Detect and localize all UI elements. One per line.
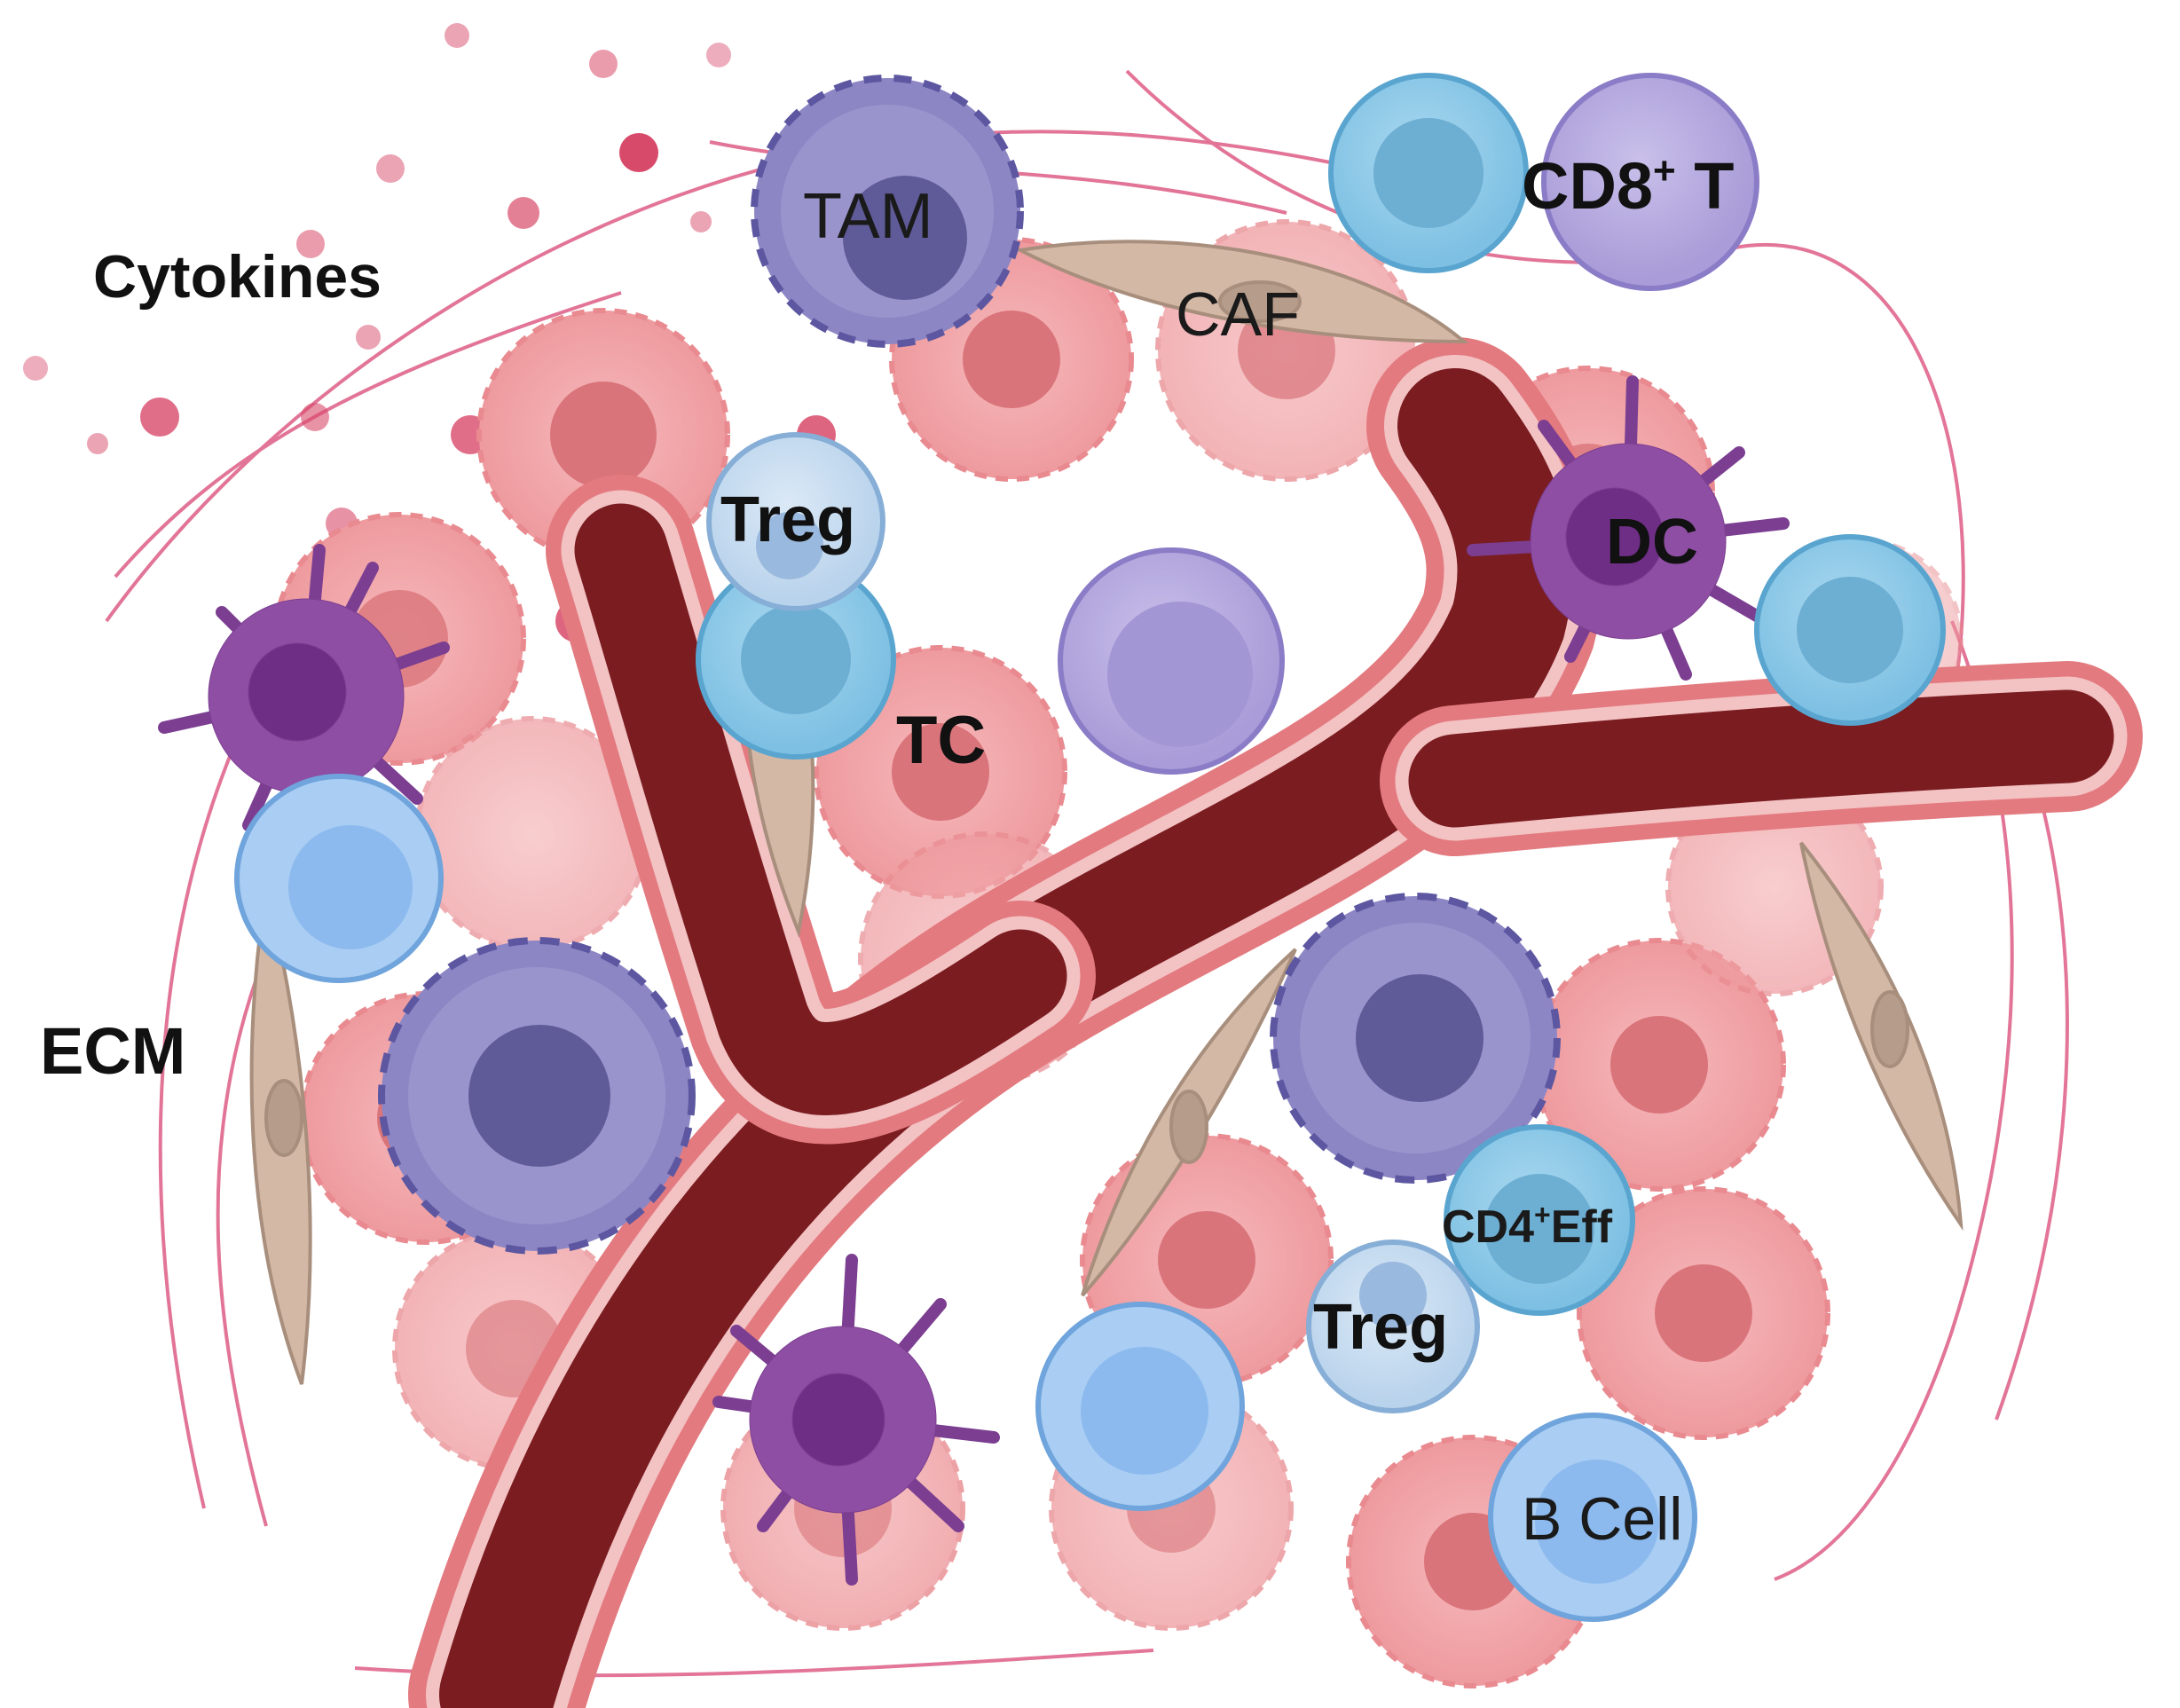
label-cytokines: Cytokines [93, 243, 382, 311]
t-cell [1328, 73, 1529, 273]
dendritic-cell [1467, 375, 1790, 681]
label-ecm: ECM [40, 1014, 185, 1088]
label-cd4-end: Eff [1551, 1201, 1613, 1253]
lymphocytes [234, 73, 1946, 1622]
label-cd4-eff: CD4+Eff [1442, 1199, 1613, 1253]
t-cell [1754, 534, 1946, 726]
blood-vessel [408, 337, 2143, 1708]
tam-cell [751, 75, 1024, 348]
label-cd4-main: CD4 [1442, 1201, 1534, 1253]
t-cell [696, 559, 896, 760]
dendritic-cell [158, 544, 450, 858]
lymphocyte [1058, 547, 1285, 775]
label-cd8-t: CD8+ T [1522, 149, 1735, 223]
b-cell [1488, 1413, 1697, 1622]
label-tc: TC [896, 703, 986, 778]
b-cell [1035, 1302, 1245, 1511]
macrophage-cell [1270, 893, 1561, 1184]
cd8-t-cell [1541, 73, 1759, 291]
treg-cell [1306, 1240, 1480, 1413]
label-treg-bottom: Treg [1313, 1292, 1448, 1363]
macrophage-cells [378, 75, 1561, 1255]
label-b-cell: B Cell [1522, 1485, 1682, 1553]
caf-cells [249, 240, 1964, 1385]
label-treg-top: Treg [720, 484, 855, 555]
label-cd8-sup: + [1653, 149, 1676, 193]
label-cd8-end: T [1676, 149, 1735, 223]
label-cd8-main: CD8 [1522, 149, 1653, 223]
label-caf: CAF [1176, 279, 1300, 349]
dendritic-cells [158, 375, 1790, 1586]
b-cell-left [234, 774, 444, 983]
macrophage-cell [378, 937, 696, 1255]
dendritic-cell [712, 1254, 1000, 1586]
label-cd4-sup: + [1534, 1199, 1551, 1231]
label-tam: TAM [803, 181, 933, 252]
cd4-eff-cell [1444, 1124, 1635, 1316]
label-dc: DC [1606, 507, 1698, 578]
labels: Cytokines ECM TAM CAF CD8+ T Treg TC DC … [40, 149, 1735, 1553]
treg-cell [706, 432, 885, 611]
